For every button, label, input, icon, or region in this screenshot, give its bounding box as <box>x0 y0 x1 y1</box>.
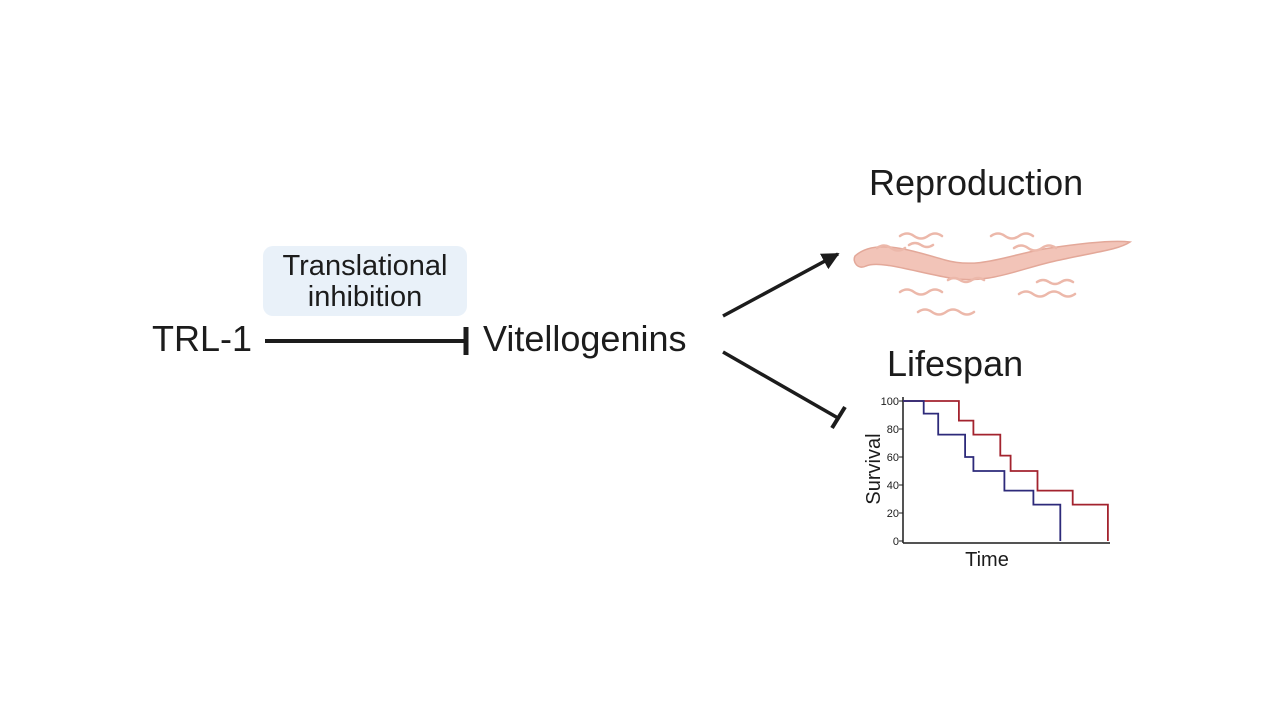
y-tick-label: 0 <box>893 536 899 548</box>
y-tick-label: 40 <box>887 480 899 492</box>
trl1-node: TRL-1 <box>152 318 253 359</box>
y-tick-label: 80 <box>887 424 899 436</box>
y-tick-label: 20 <box>887 508 899 520</box>
worm-icon <box>853 240 1133 281</box>
vitellogenins-node: Vitellogenins <box>483 318 687 359</box>
label-line-1: Translational <box>282 250 448 282</box>
x-axis-label: Time <box>965 549 1009 571</box>
lifespan-inhibition-line <box>722 350 839 420</box>
label-line-2: inhibition <box>307 281 423 313</box>
y-tick-label: 60 <box>887 452 899 464</box>
lifespan-inhibition-bar <box>830 405 847 430</box>
y-axis-label: Survival <box>863 433 885 504</box>
lifespan-node: Lifespan <box>887 343 1024 384</box>
survival-series-2 <box>903 400 1062 541</box>
reproduction-node: Reproduction <box>869 162 1084 203</box>
activation-arrow <box>722 252 840 318</box>
survival-series-1 <box>903 400 1109 541</box>
y-tick-label: 100 <box>881 396 899 408</box>
small-worms-icon <box>875 232 1077 316</box>
survival-plot: 0 20 40 60 80 100 Survival Time <box>863 396 1110 571</box>
translational-inhibition-label: Translational inhibition <box>263 246 467 316</box>
